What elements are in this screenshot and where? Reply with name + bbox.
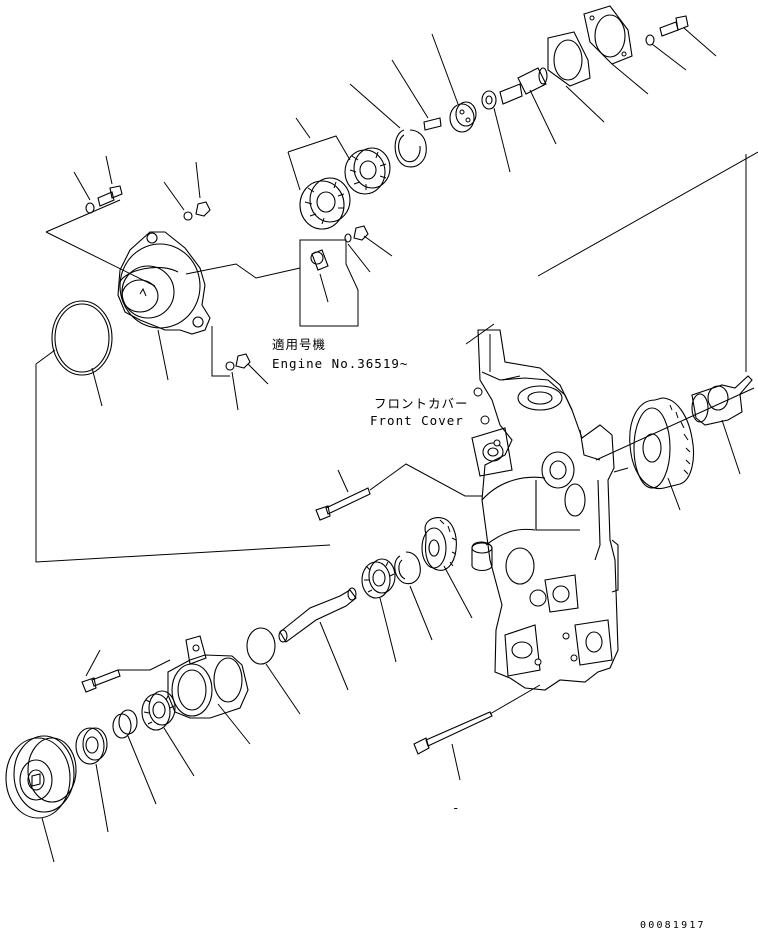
bolt-middle-left <box>315 487 371 521</box>
bolt-lower-long <box>413 711 493 755</box>
front-cover-housing <box>471 329 619 691</box>
hub-upper <box>449 101 477 133</box>
nut-washer-lower-left <box>225 353 251 371</box>
cover-plate-upper <box>583 5 633 65</box>
idler-shaft-lower <box>278 587 357 643</box>
engine-note-jp: 適用号機 <box>272 337 326 352</box>
gasket-upper <box>547 31 591 87</box>
bushing-callout <box>310 249 329 271</box>
stray-mark: - <box>452 800 461 815</box>
idler-shaft-right <box>691 375 753 426</box>
callout-leaders <box>41 27 741 863</box>
snap-ring-lower <box>394 551 421 585</box>
bolt-upper-left <box>85 185 123 214</box>
nut-washer-mid <box>344 225 369 243</box>
front-cover-label-en: Front Cover <box>370 413 464 428</box>
engine-note-bracket <box>299 239 359 327</box>
idler-gear-lower <box>421 517 457 571</box>
bearing-upper-1 <box>299 177 351 230</box>
engine-note-en: Engine No.36519~ <box>272 356 408 371</box>
bearing-upper-2 <box>344 147 391 195</box>
upper-housing <box>117 231 211 335</box>
drawing-number: 00081917 <box>640 920 706 931</box>
snap-ring-upper <box>394 129 427 168</box>
o-ring-large <box>51 300 113 376</box>
bearing-lower-2 <box>361 558 396 599</box>
seal-lower <box>75 727 108 765</box>
bolt-lower-left <box>81 669 121 693</box>
spacer-lower <box>112 709 138 739</box>
pin-upper <box>423 117 442 131</box>
leader-lines <box>35 135 758 715</box>
bearing-lower-1 <box>141 690 176 731</box>
pulley <box>5 735 77 819</box>
bearing-housing-lower <box>167 635 249 719</box>
bolt-upper-right <box>645 15 689 46</box>
o-ring-lower <box>246 627 276 665</box>
nut-washer-upper <box>183 201 211 221</box>
shaft-upper <box>499 67 548 105</box>
washer-upper <box>481 90 497 110</box>
front-cover-label-jp: フロントカバー <box>374 396 469 411</box>
idler-gear-right <box>629 397 695 490</box>
